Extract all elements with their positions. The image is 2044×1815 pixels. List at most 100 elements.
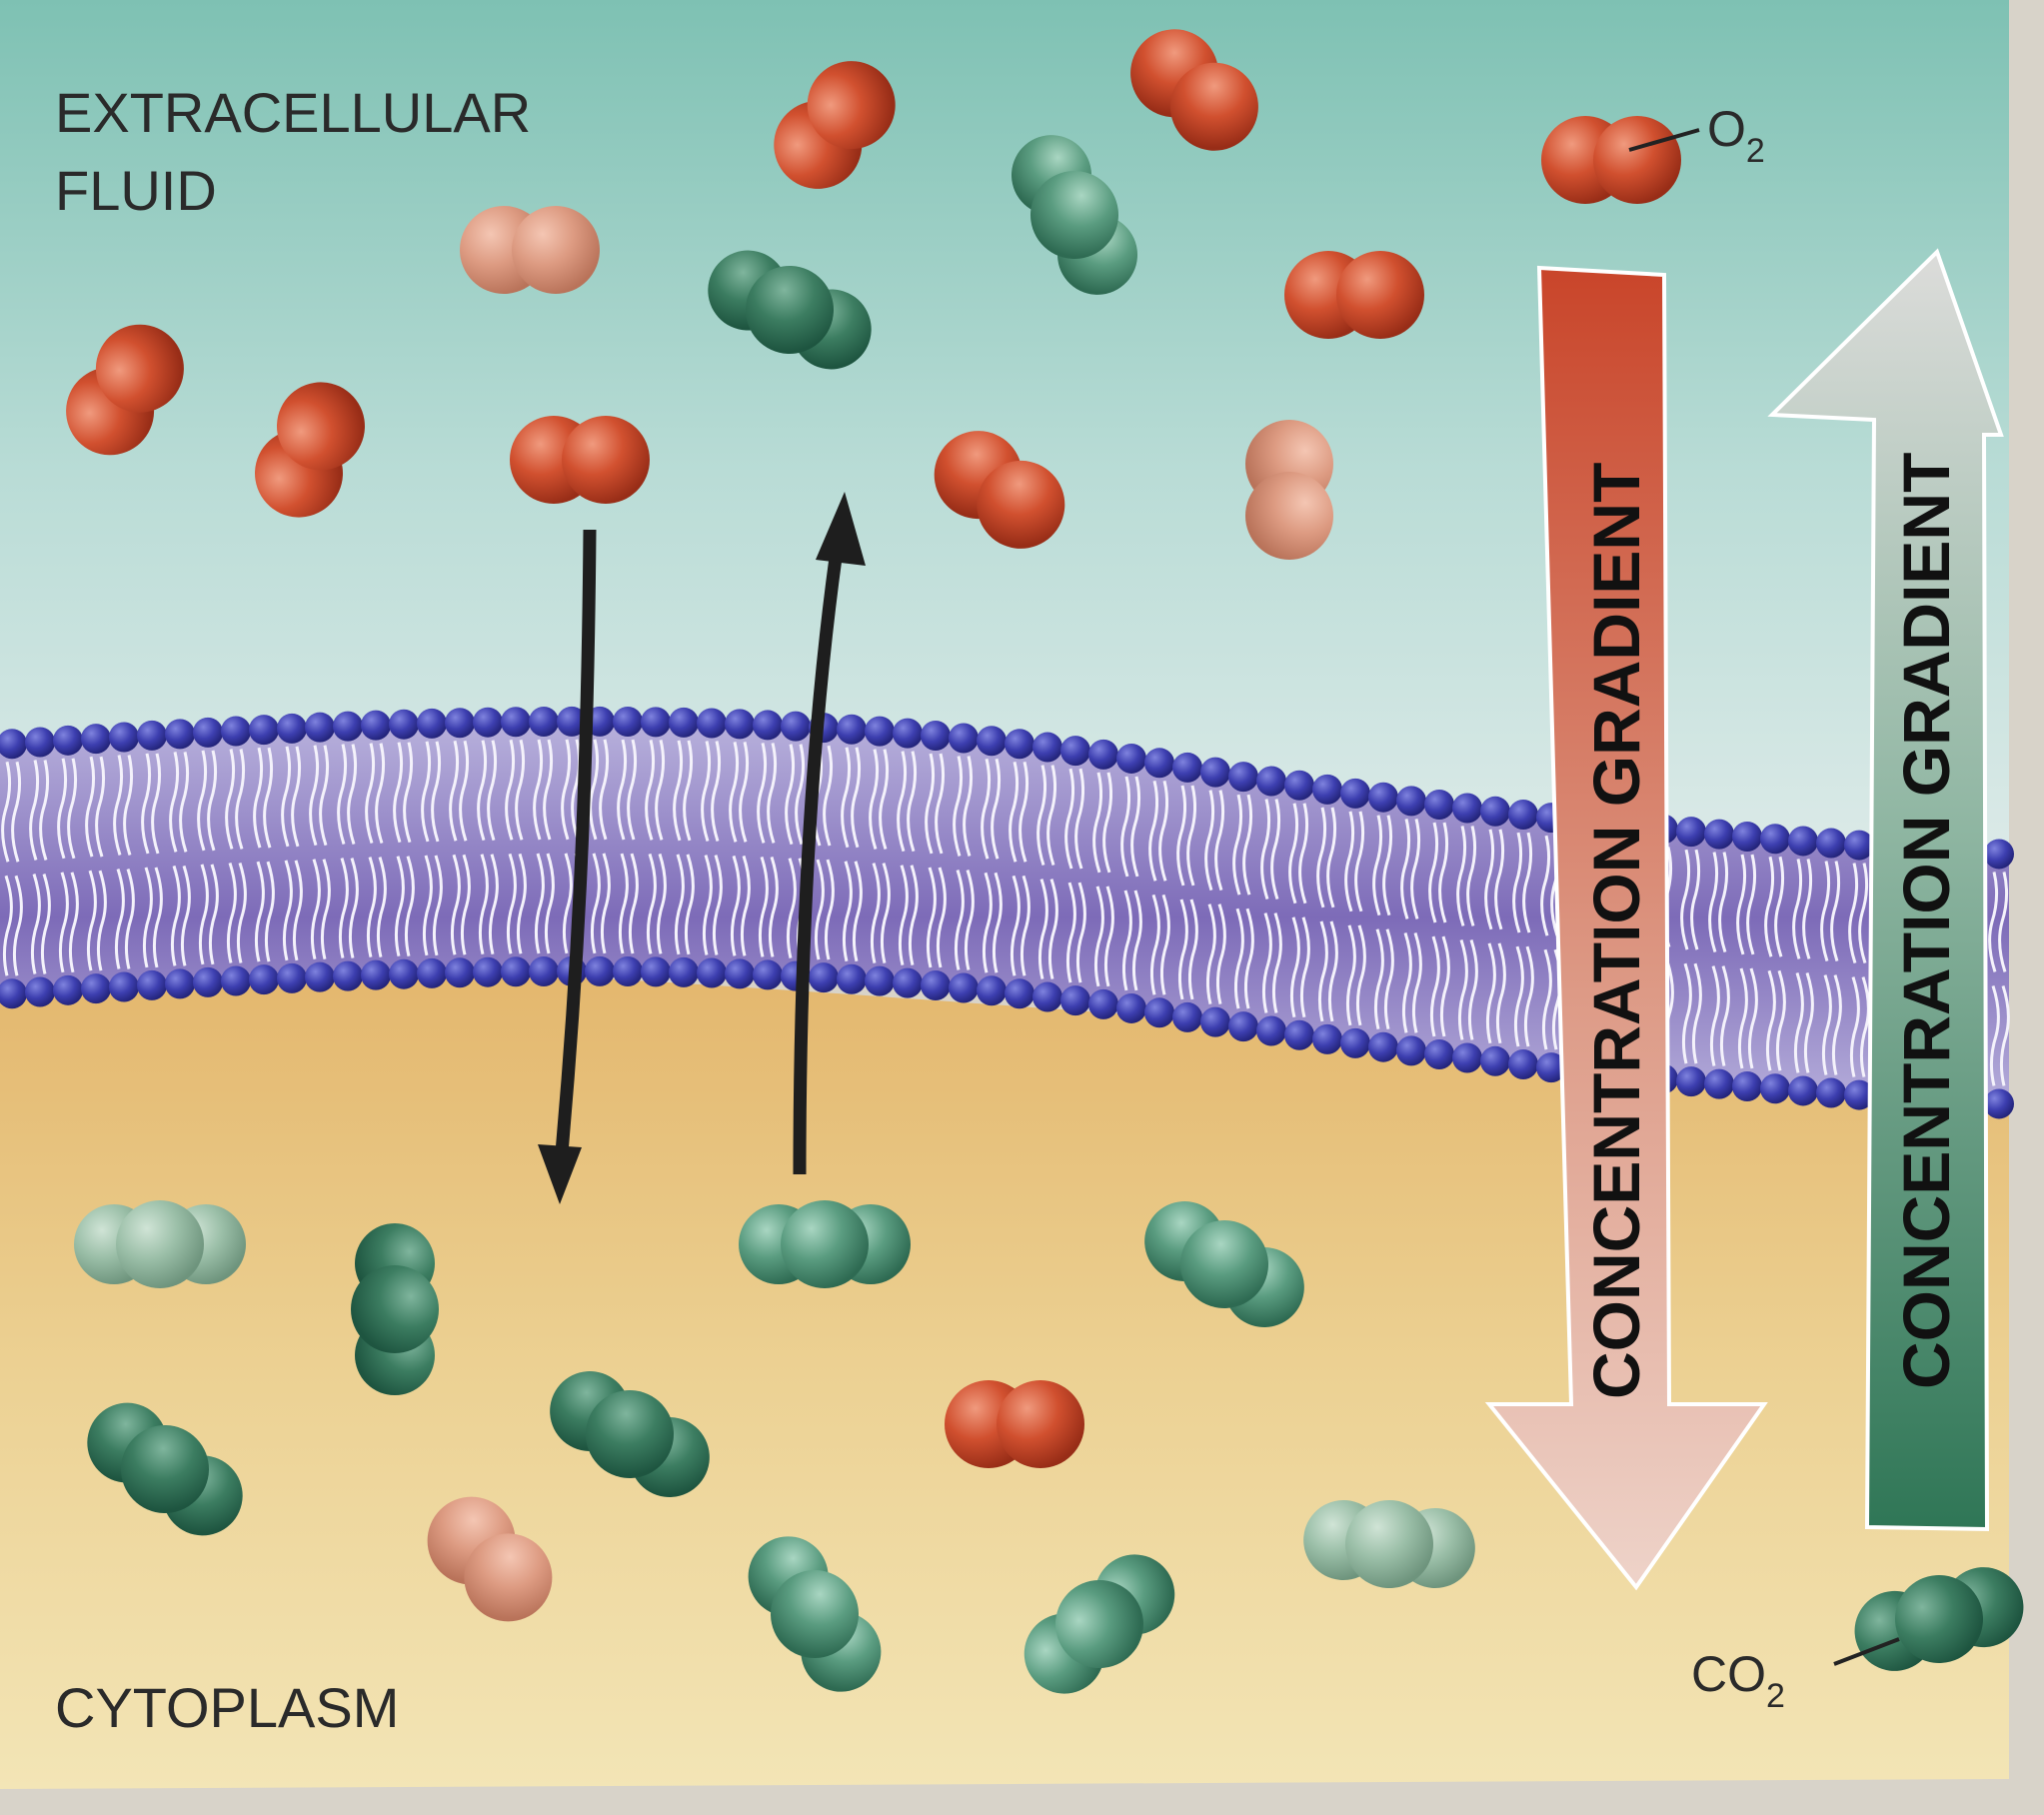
molecules: [66, 29, 2024, 1694]
lipid-tail: [421, 741, 432, 843]
lipid-tail: [673, 740, 684, 842]
phospholipid-head: [221, 716, 251, 747]
phospholipid-head: [1200, 1006, 1230, 1037]
lipid-tail: [1120, 776, 1131, 878]
phospholipid-head: [977, 726, 1007, 757]
phospholipid-head: [1005, 729, 1034, 760]
lipid-tail: [1316, 807, 1327, 908]
lipid-tail: [292, 860, 303, 961]
o2-molecule: [1245, 420, 1333, 560]
lipid-tail: [1989, 984, 2000, 1086]
lipid-tail: [1187, 899, 1198, 1000]
lipid-tail: [1242, 794, 1253, 896]
lipid-tail: [1355, 924, 1366, 1026]
lipid-tail: [1243, 908, 1254, 1009]
lipid-tail: [179, 752, 190, 853]
lipid-tail: [1326, 807, 1337, 908]
o2-label: O2: [1707, 101, 1765, 170]
phospholipid-head: [1312, 1023, 1342, 1054]
lipid-tail: [1746, 854, 1757, 955]
lipid-tail: [1691, 962, 1702, 1064]
lipid-tail: [40, 874, 51, 974]
phospholipid-head: [613, 707, 643, 738]
lipid-tail: [1495, 942, 1506, 1044]
phospholipid-head: [1816, 1077, 1846, 1108]
lipid-tail: [1438, 822, 1449, 923]
co2-molecule: [748, 1536, 882, 1692]
lipid-tail: [1383, 928, 1394, 1030]
lipid-tail: [477, 740, 488, 842]
o2-molecule: [1130, 29, 1258, 151]
lipid-tail: [851, 747, 862, 849]
phospholipid-head: [753, 959, 783, 990]
lipid-tail: [67, 758, 78, 860]
phospholipid-head: [977, 975, 1007, 1006]
lipid-tail: [516, 853, 527, 954]
phospholipid-head: [809, 962, 839, 993]
lipid-tail: [963, 756, 974, 857]
oxygen-atom: [997, 1380, 1084, 1468]
lipid-tail: [1998, 872, 2009, 972]
phospholipid-head: [1060, 736, 1090, 767]
lipid-tail: [151, 753, 162, 855]
lipid-tail: [1793, 971, 1804, 1073]
lipid-tail: [1289, 916, 1300, 1018]
carbon-atom: [1895, 1575, 1983, 1663]
phospholipid-head: [445, 708, 475, 739]
lipid-tail: [1186, 785, 1197, 887]
phospholipid-head: [1144, 997, 1174, 1028]
lipid-tail: [1848, 863, 1859, 964]
o2-molecule: [1541, 116, 1681, 204]
lipid-tail: [1803, 971, 1814, 1073]
oxygen-atom: [1593, 116, 1681, 204]
lipid-tail: [29, 760, 40, 861]
lipid-tail: [1747, 967, 1758, 1069]
lipid-tail: [1130, 776, 1141, 878]
lipid-tail: [841, 747, 852, 849]
phospholipid-head: [893, 718, 923, 749]
phospholipid-head: [1172, 752, 1202, 783]
phospholipid-head: [333, 711, 363, 742]
lipid-tail: [768, 856, 779, 957]
co2-molecule: [739, 1200, 911, 1288]
phospholipid-head: [249, 964, 279, 995]
phospholipid-head: [1844, 830, 1874, 861]
lipid-tail: [646, 853, 657, 954]
carbon-atom: [1055, 1580, 1143, 1668]
lipid-tail: [291, 746, 302, 848]
lipid-tail: [869, 749, 880, 851]
lipid-tail: [1204, 790, 1215, 892]
lipid-tail: [1690, 849, 1701, 950]
lipid-tail: [1401, 931, 1412, 1033]
lipid-tail: [1821, 974, 1832, 1075]
lipid-tail: [907, 751, 918, 853]
phospholipid-head: [0, 729, 27, 760]
phospholipid-head: [949, 723, 979, 754]
lipid-tail: [589, 739, 600, 841]
lipid-tail: [1131, 890, 1142, 991]
phospholipid-head: [53, 974, 83, 1005]
lipid-tail: [208, 864, 219, 965]
lipid-tail: [683, 740, 694, 842]
phospholipid-head: [1452, 1042, 1482, 1073]
lipid-tail: [226, 863, 237, 963]
phospholipid-head: [109, 971, 139, 1002]
lipid-tail: [879, 749, 890, 851]
lipid-tail: [534, 853, 545, 954]
co2-molecule: [1854, 1567, 2024, 1671]
lipid-tail: [767, 743, 778, 844]
lipid-tail: [1429, 935, 1440, 1037]
phospholipid-head: [193, 717, 223, 748]
lipid-tail: [898, 865, 909, 966]
lipid-tail: [1737, 967, 1748, 1069]
lipid-tail: [1410, 819, 1421, 919]
lipid-tail: [1232, 794, 1243, 896]
lipid-tail: [1830, 861, 1841, 962]
co2-molecule: [1012, 135, 1137, 295]
lipid-tail: [1802, 859, 1813, 959]
carbon-atom: [1180, 1220, 1268, 1308]
lipid-tail: [1288, 803, 1299, 905]
phospholipid-head: [221, 965, 251, 996]
lipid-tail: [1270, 799, 1281, 900]
lipid-tail: [1372, 815, 1383, 916]
